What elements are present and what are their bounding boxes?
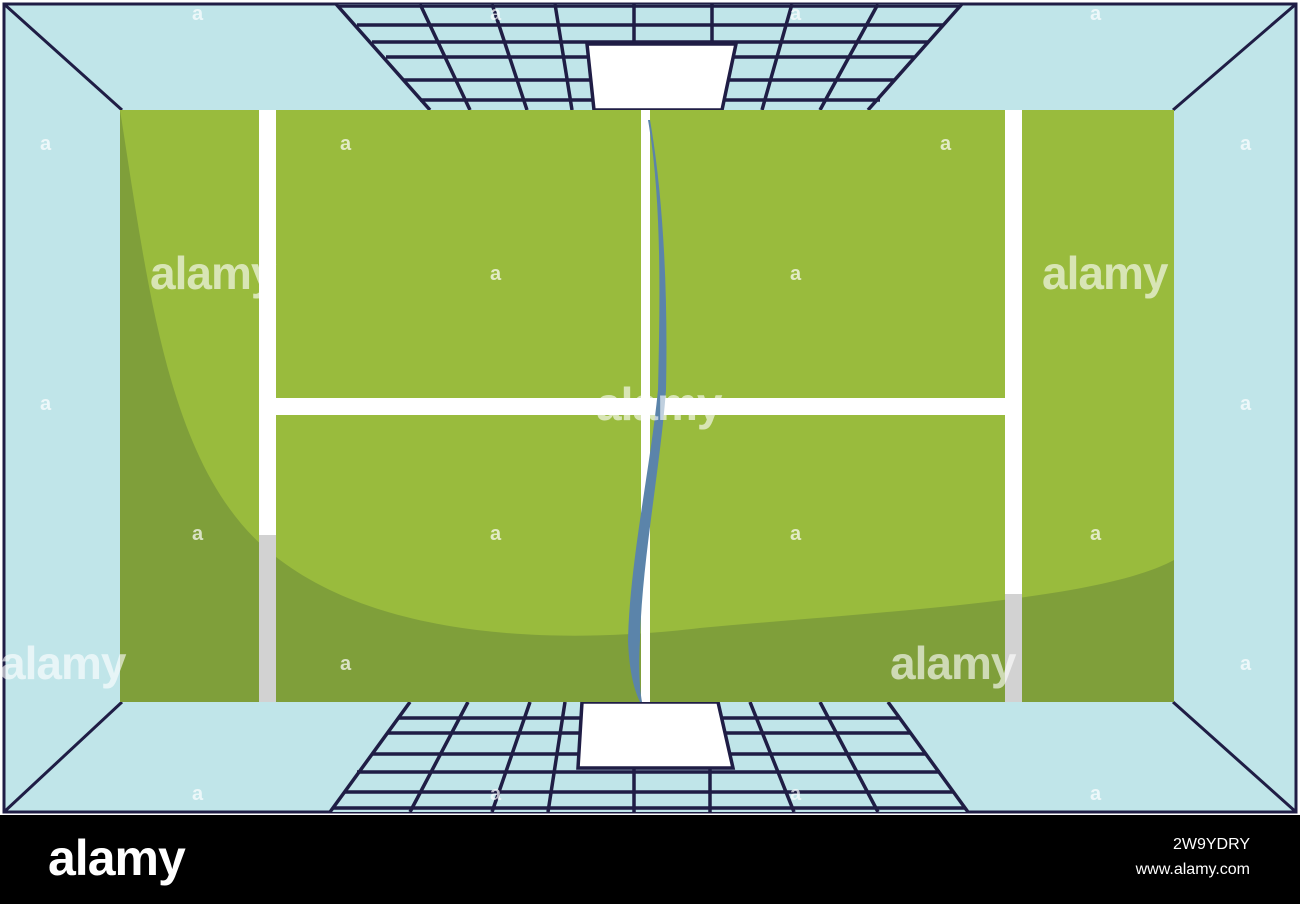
watermark-mark: a [1090,3,1102,25]
watermark-mark: a [1090,783,1102,805]
watermark-text: alamy [890,637,1016,689]
watermark-mark: a [790,783,802,805]
wall-corner-lines [2,2,1297,814]
net [628,120,667,702]
watermark-mark: a [192,783,204,805]
watermark-mark: a [340,653,352,675]
site-url: www.alamy.com [1135,861,1250,878]
watermark-mark: a [790,263,802,285]
bottom-mesh-fence [328,700,970,814]
watermark-mark: a [1240,133,1252,155]
watermark-mark: a [940,133,952,155]
court-shadow [120,110,1174,702]
watermark-text: alamy [596,378,722,430]
footer-logo: alamy [48,830,186,886]
padel-court-illustration [2,2,1298,814]
watermark-mark: a [1090,523,1102,545]
watermark-mark: a [490,523,502,545]
bottom-door [576,700,736,770]
watermark-mark: a [340,393,352,415]
watermark-mark: a [192,523,204,545]
watermark-mark: a [940,393,952,415]
watermark-mark: a [790,3,802,25]
image-id: 2W9YDRY [1172,836,1250,853]
top-door [585,42,739,112]
watermark-mark: a [490,783,502,805]
watermark-mark: a [1240,393,1252,415]
watermark-mark: a [40,393,52,415]
watermark-mark: a [490,263,502,285]
watermark-mark: a [1240,653,1252,675]
watermark-mark: a [192,3,204,25]
watermark-mark: a [340,133,352,155]
watermark-text: alamy [1042,247,1168,299]
watermark-text: alamy [150,247,276,299]
watermark-mark: a [490,3,502,25]
top-mesh-fence [334,2,964,112]
watermark-text: alamy [0,637,126,689]
footer-bar: alamy 2W9YDRY www.alamy.com [0,815,1300,904]
watermark-mark: a [40,133,52,155]
court-lines [259,110,1022,702]
watermark-mark: a [790,523,802,545]
